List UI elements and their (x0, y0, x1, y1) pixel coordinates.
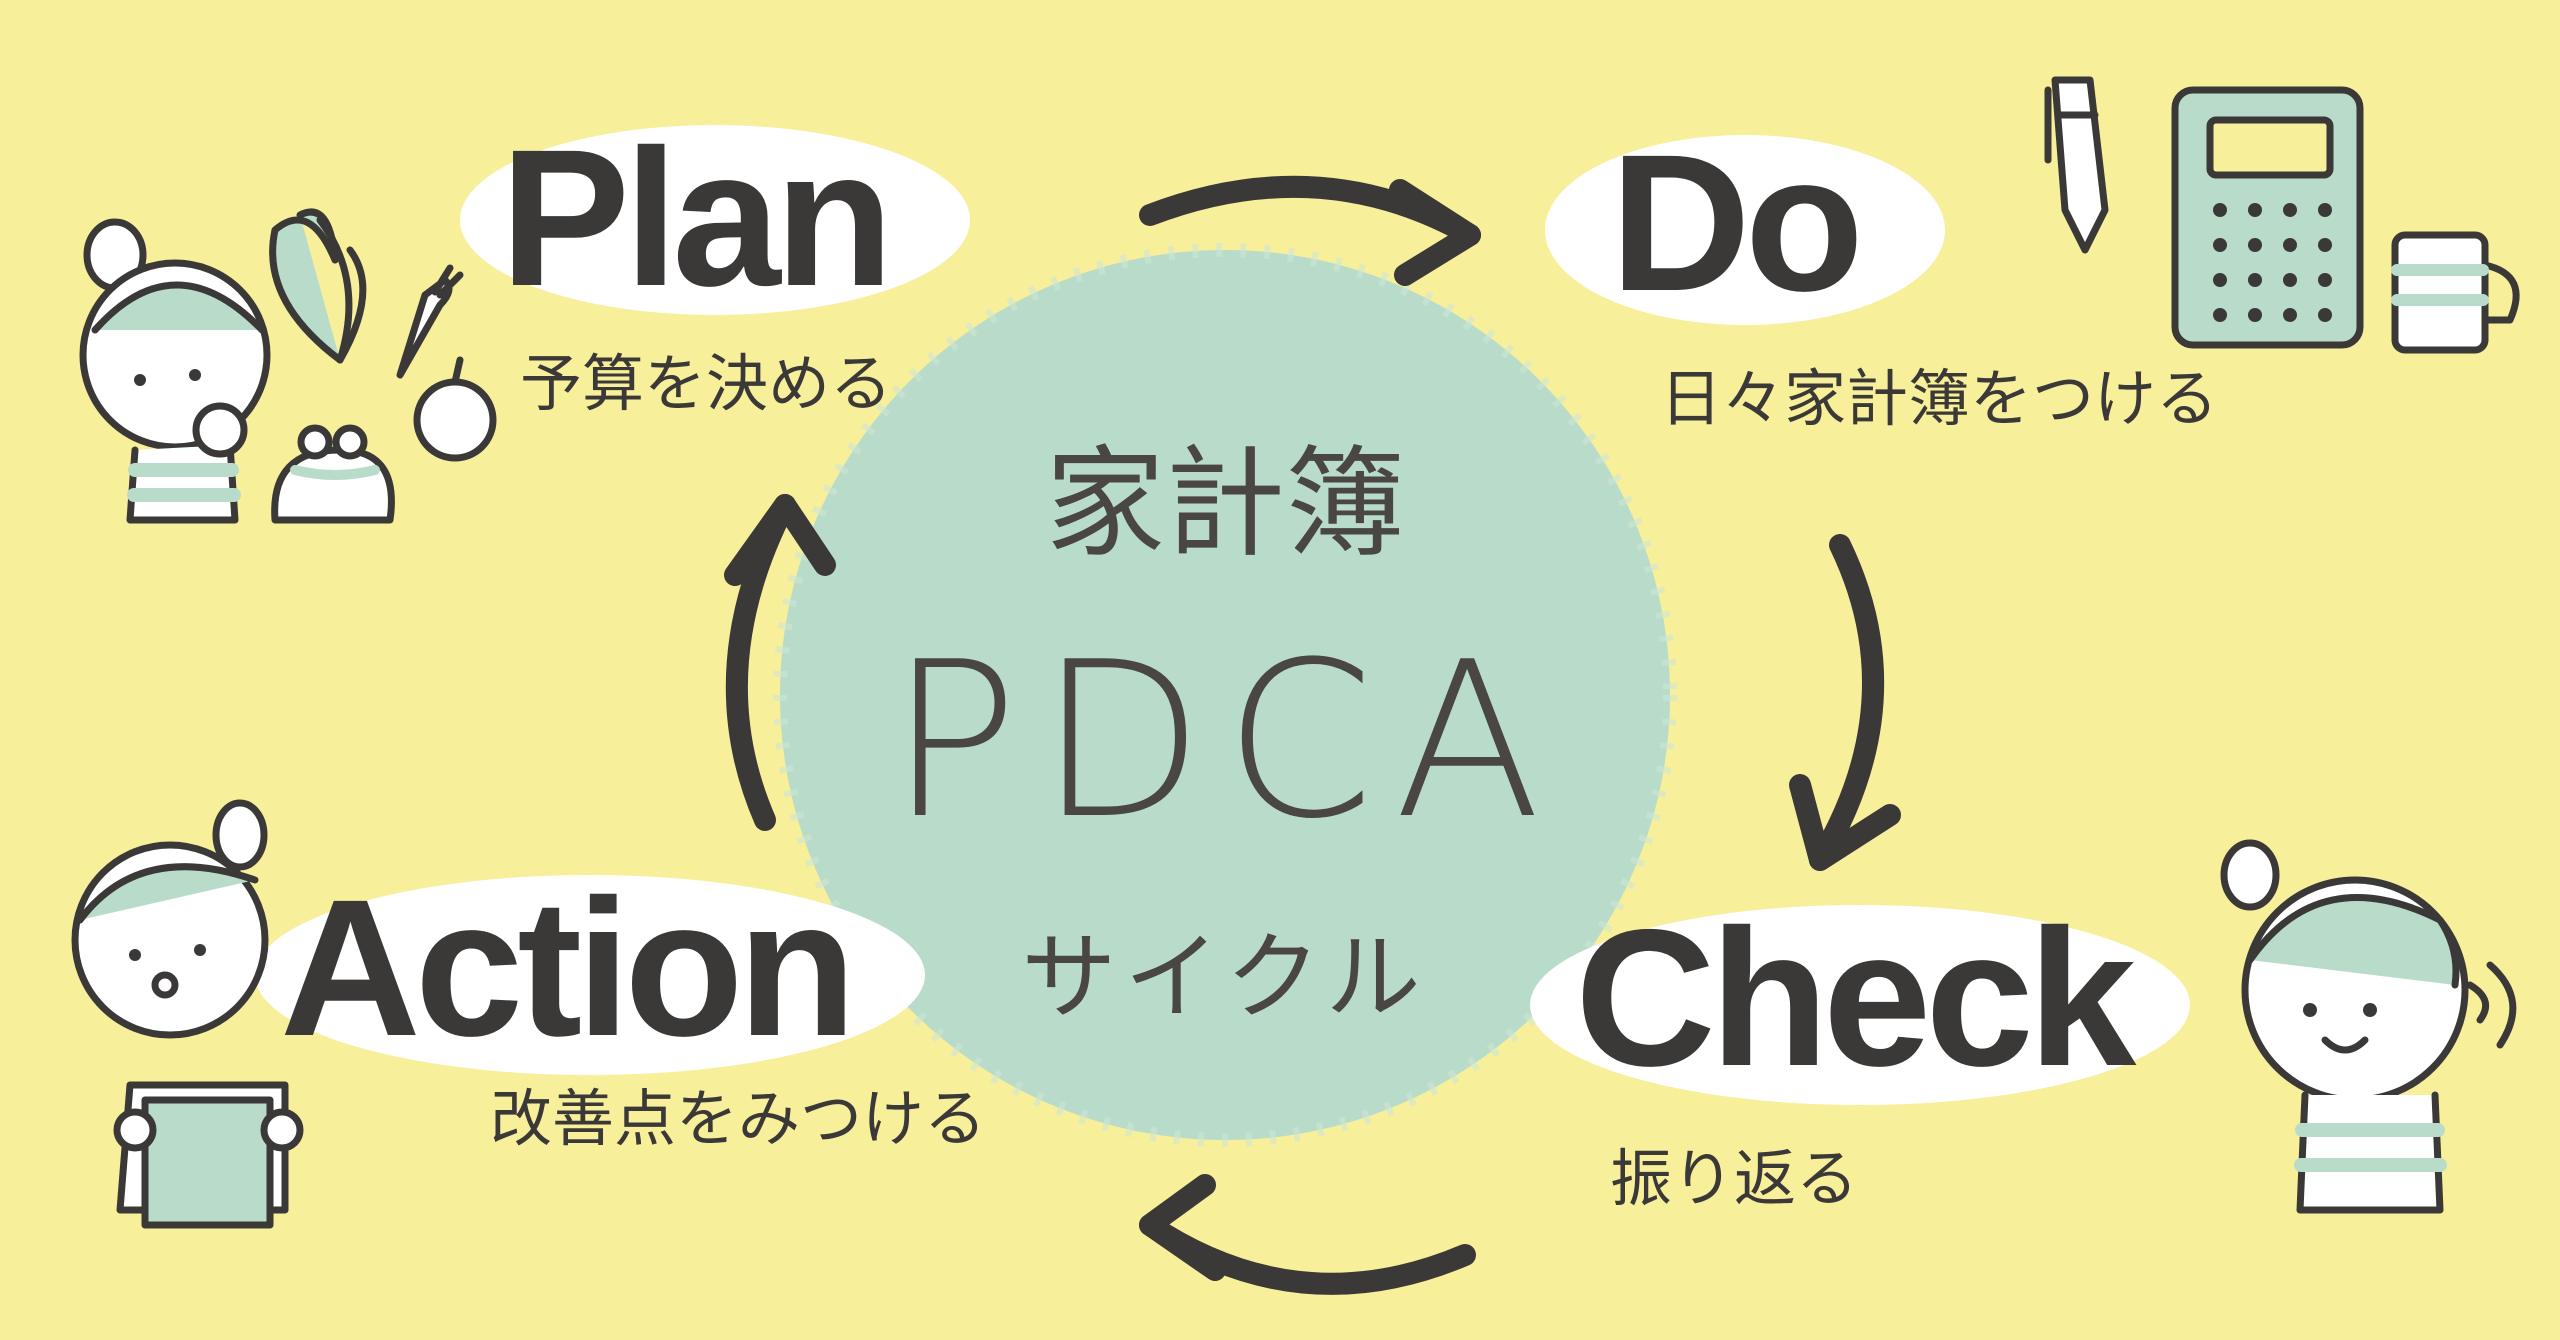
check-label-bg (1530, 905, 2190, 1105)
smiling-girl-icon (2220, 839, 2517, 1214)
stage-action-word: Action (280, 859, 851, 1077)
stage-do-desc: 日々家計簿をつける (1660, 362, 2218, 435)
plan-label-bg (460, 125, 970, 315)
spinach-icon (269, 208, 367, 364)
center-circle (773, 243, 1677, 1147)
arrow-check-to-action (1139, 1174, 1476, 1295)
calculator-icon (2171, 86, 2364, 349)
stage-plan-word: Plan (500, 109, 888, 327)
stage-plan-desc: 予算を決める (520, 347, 892, 420)
stage-action-desc: 改善点をみつける (490, 1082, 986, 1155)
coin-purse-icon (271, 424, 395, 524)
center-title-kakeibo: 家計簿 (1045, 435, 1405, 574)
pen-icon (2044, 76, 2109, 254)
stage-check-word: Check (1575, 889, 2137, 1107)
do-label-bg (1545, 135, 1945, 325)
arrow-do-to-check (1789, 534, 1901, 871)
mug-icon (2391, 231, 2520, 354)
carrot-icon (396, 264, 464, 379)
action-label-bg (255, 875, 925, 1075)
center-title-pdca: PDCA (889, 615, 1561, 866)
stage-check-desc: 振り返る (1610, 1142, 1858, 1215)
reading-girl-icon (71, 799, 304, 1229)
arrow-action-to-plan (724, 494, 836, 831)
girl-icon (79, 218, 271, 524)
arrow-plan-to-do (1139, 175, 1481, 286)
apple-icon (413, 356, 497, 462)
center-title-cycle: サイクル (1021, 923, 1428, 1033)
stage-do-word: Do (1610, 114, 1858, 332)
